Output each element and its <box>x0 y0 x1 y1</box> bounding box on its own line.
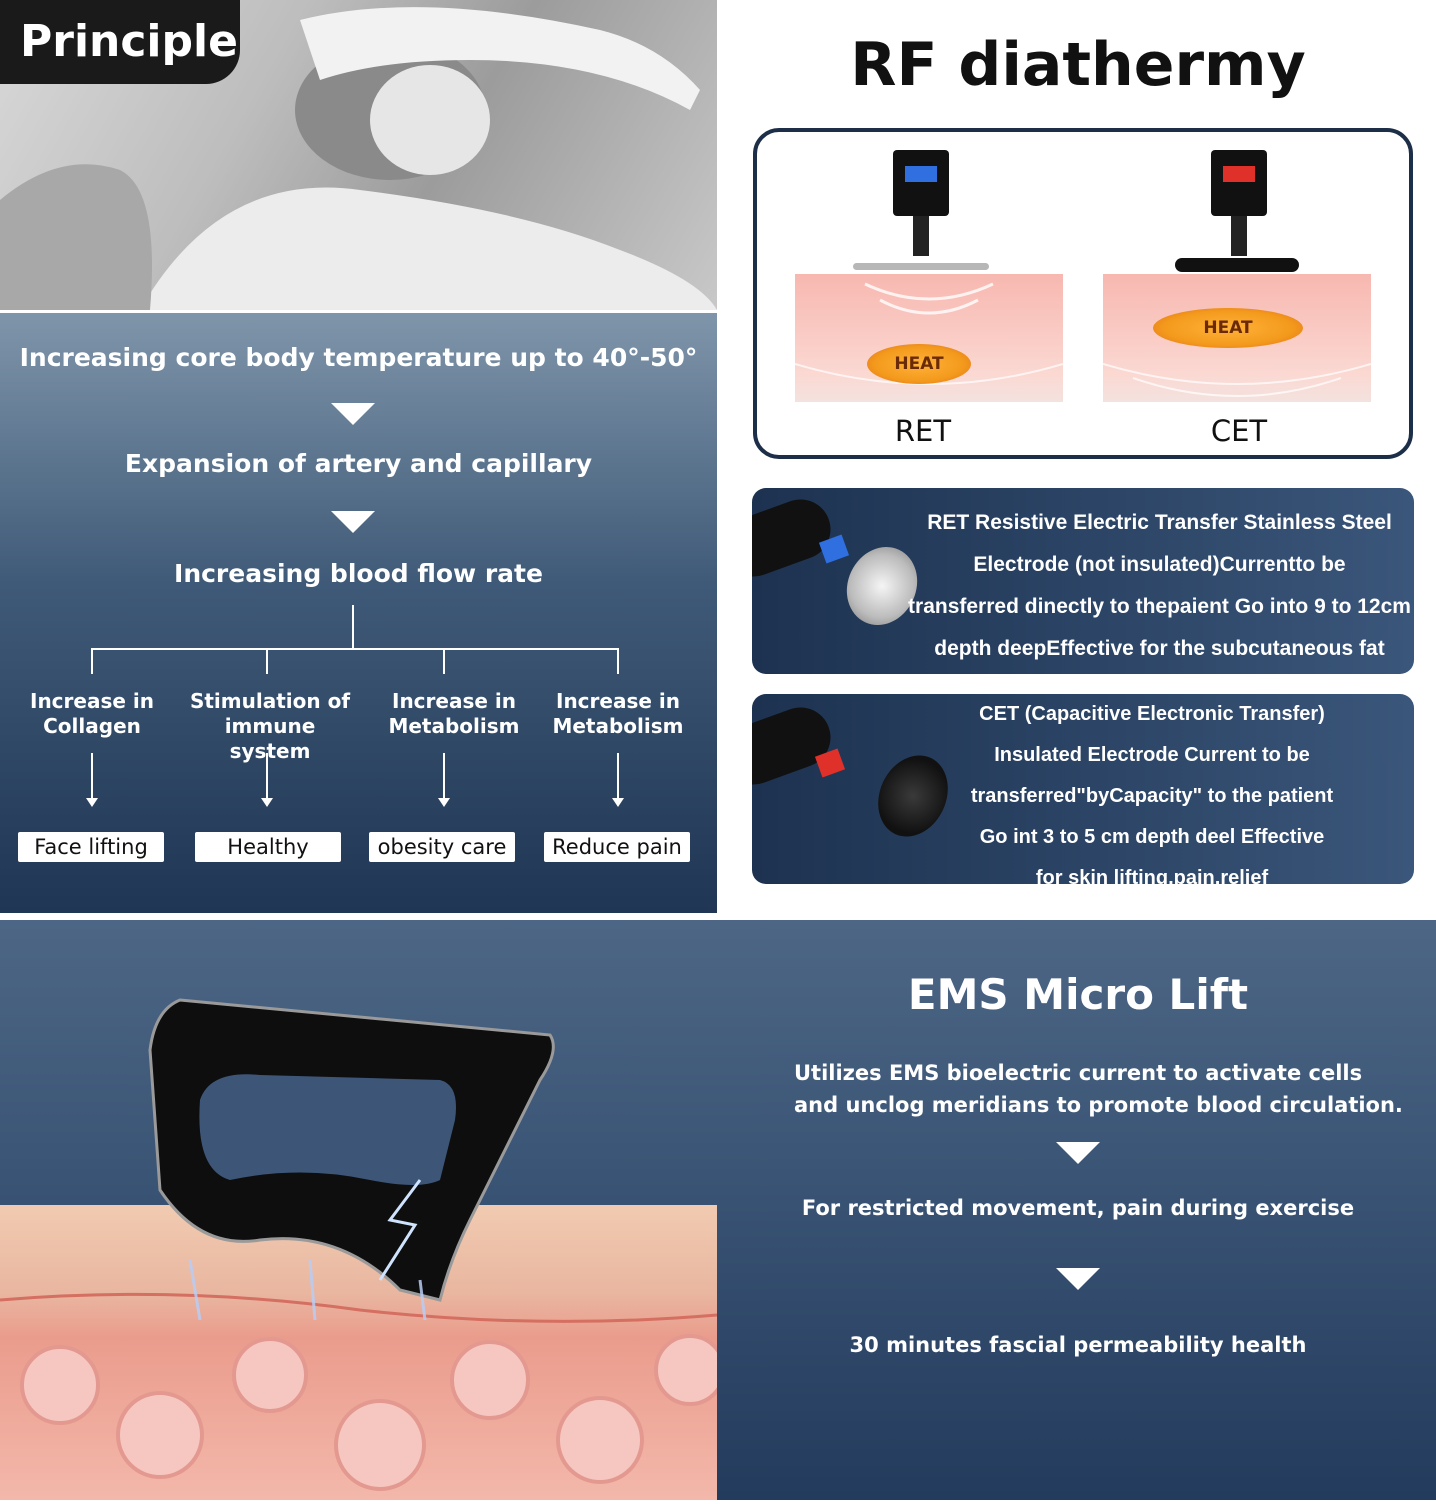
step-expansion: Expansion of artery and capillary <box>124 449 593 478</box>
ret-device-handle <box>893 150 949 216</box>
down-triangle-icon <box>1056 1142 1100 1164</box>
cet-probe-handle <box>752 698 839 794</box>
ret-line: RET Resistive Electric Transfer Stainles… <box>927 511 1392 534</box>
ret-line: Electrode (not insulated)Currentto be <box>973 553 1346 576</box>
down-arrow-icon <box>438 753 450 807</box>
ret-heat-zone: HEAT <box>867 344 971 384</box>
cet-line: transferred"byCapacity" to the patient <box>970 785 1334 807</box>
branch-metabolism: Increase in Metabolism <box>369 689 539 739</box>
branch-label-line: Stimulation of <box>189 689 351 713</box>
branch-label-line: Increase in <box>30 689 154 713</box>
ems-step-restricted-movement: For restricted movement, pain during exe… <box>801 1196 1355 1220</box>
result-healthy: Healthy <box>195 832 341 862</box>
down-arrow-icon <box>261 753 273 807</box>
result-reduce-pain: Reduce pain <box>544 832 690 862</box>
ret-line: depth deepEffective for the subcutaneous… <box>934 637 1385 660</box>
down-triangle-icon <box>331 511 375 533</box>
tree-drop-line <box>91 648 93 674</box>
principle-tag-label: Principle <box>20 16 238 67</box>
ret-probe-handle <box>752 490 839 586</box>
principle-panel: Increasing core body temperature up to 4… <box>0 313 717 913</box>
principle-tag: Principle <box>0 0 240 84</box>
blue-led-icon <box>905 166 937 182</box>
woman-photo <box>0 0 717 310</box>
cet-description: CET (Capacitive Electronic Transfer) Ins… <box>902 694 1402 884</box>
ret-description: RET Resistive Electric Transfer Stainles… <box>902 502 1414 670</box>
ret-label: RET <box>894 414 952 448</box>
cet-device-handle <box>1211 150 1267 216</box>
tree-drop-line <box>443 648 445 674</box>
cet-heat-zone: HEAT <box>1153 308 1303 348</box>
branch-label-line: Increase in <box>392 689 516 713</box>
rf-comparison-box: HEAT RET HEAT CET <box>753 128 1413 459</box>
branch-immune: Stimulation of immune system <box>185 689 355 764</box>
cet-line: CET (Capacitive Electronic Transfer) <box>979 703 1325 725</box>
result-face-lifting: Face lifting <box>18 832 164 862</box>
branch-label-line: Metabolism <box>388 714 520 738</box>
tree-trunk-line <box>352 605 354 649</box>
cet-insulated-electrode <box>1175 258 1299 272</box>
branch-label-line: Metabolism <box>552 714 684 738</box>
ems-gua-sha-device <box>148 998 555 1320</box>
cet-label: CET <box>1210 414 1268 448</box>
down-triangle-icon <box>1056 1268 1100 1290</box>
tree-branch-line <box>91 648 619 650</box>
skin-cells <box>0 1292 726 1491</box>
ret-line: transferred dinectly to thepaient Go int… <box>908 595 1411 618</box>
cet-line: for skin lifting,pain,relief <box>1035 867 1269 884</box>
ems-desc-line: and unclog meridians to promote blood ci… <box>794 1093 1403 1117</box>
rf-diathermy-title: RF diathermy <box>850 30 1306 100</box>
branch-label-line: Increase in <box>556 689 680 713</box>
ems-step-fascial-health: 30 minutes fascial permeability health <box>849 1333 1307 1357</box>
down-triangle-icon <box>331 403 375 425</box>
tree-drop-line <box>617 648 619 674</box>
ret-info-card: RET Resistive Electric Transfer Stainles… <box>752 488 1414 674</box>
down-arrow-icon <box>612 753 624 807</box>
woman-photo-illustration <box>0 7 717 310</box>
ems-desc-line: Utilizes EMS bioelectric current to acti… <box>794 1061 1363 1085</box>
ems-description: Utilizes EMS bioelectric current to acti… <box>794 1057 1414 1121</box>
result-obesity-care: obesity care <box>369 832 515 862</box>
ret-waves <box>794 282 1064 385</box>
cet-device-neck <box>1231 216 1247 256</box>
step-core-temperature: Increasing core body temperature up to 4… <box>19 343 698 372</box>
tree-drop-line <box>266 648 268 674</box>
step-blood-flow: Increasing blood flow rate <box>174 559 543 588</box>
ret-device-neck <box>913 216 929 256</box>
red-led-icon <box>1223 166 1255 182</box>
cet-line: Go int 3 to 5 cm depth deel Effective <box>979 826 1325 848</box>
skin-tissue-illustration <box>0 1205 726 1500</box>
cet-info-card: CET (Capacitive Electronic Transfer) Ins… <box>752 694 1414 884</box>
branch-collagen: Increase in Collagen <box>7 689 177 739</box>
ems-title: EMS Micro Lift <box>907 970 1249 1019</box>
cet-line: Insulated Electrode Current to be <box>994 744 1310 766</box>
branch-label-line: Collagen <box>43 714 141 738</box>
lightning-icon <box>378 1179 422 1281</box>
cet-waves <box>1102 363 1372 397</box>
ret-steel-electrode <box>853 263 989 270</box>
branch-metabolism: Increase in Metabolism <box>533 689 703 739</box>
branch-label-line: immune system <box>224 714 316 763</box>
down-arrow-icon <box>86 753 98 807</box>
